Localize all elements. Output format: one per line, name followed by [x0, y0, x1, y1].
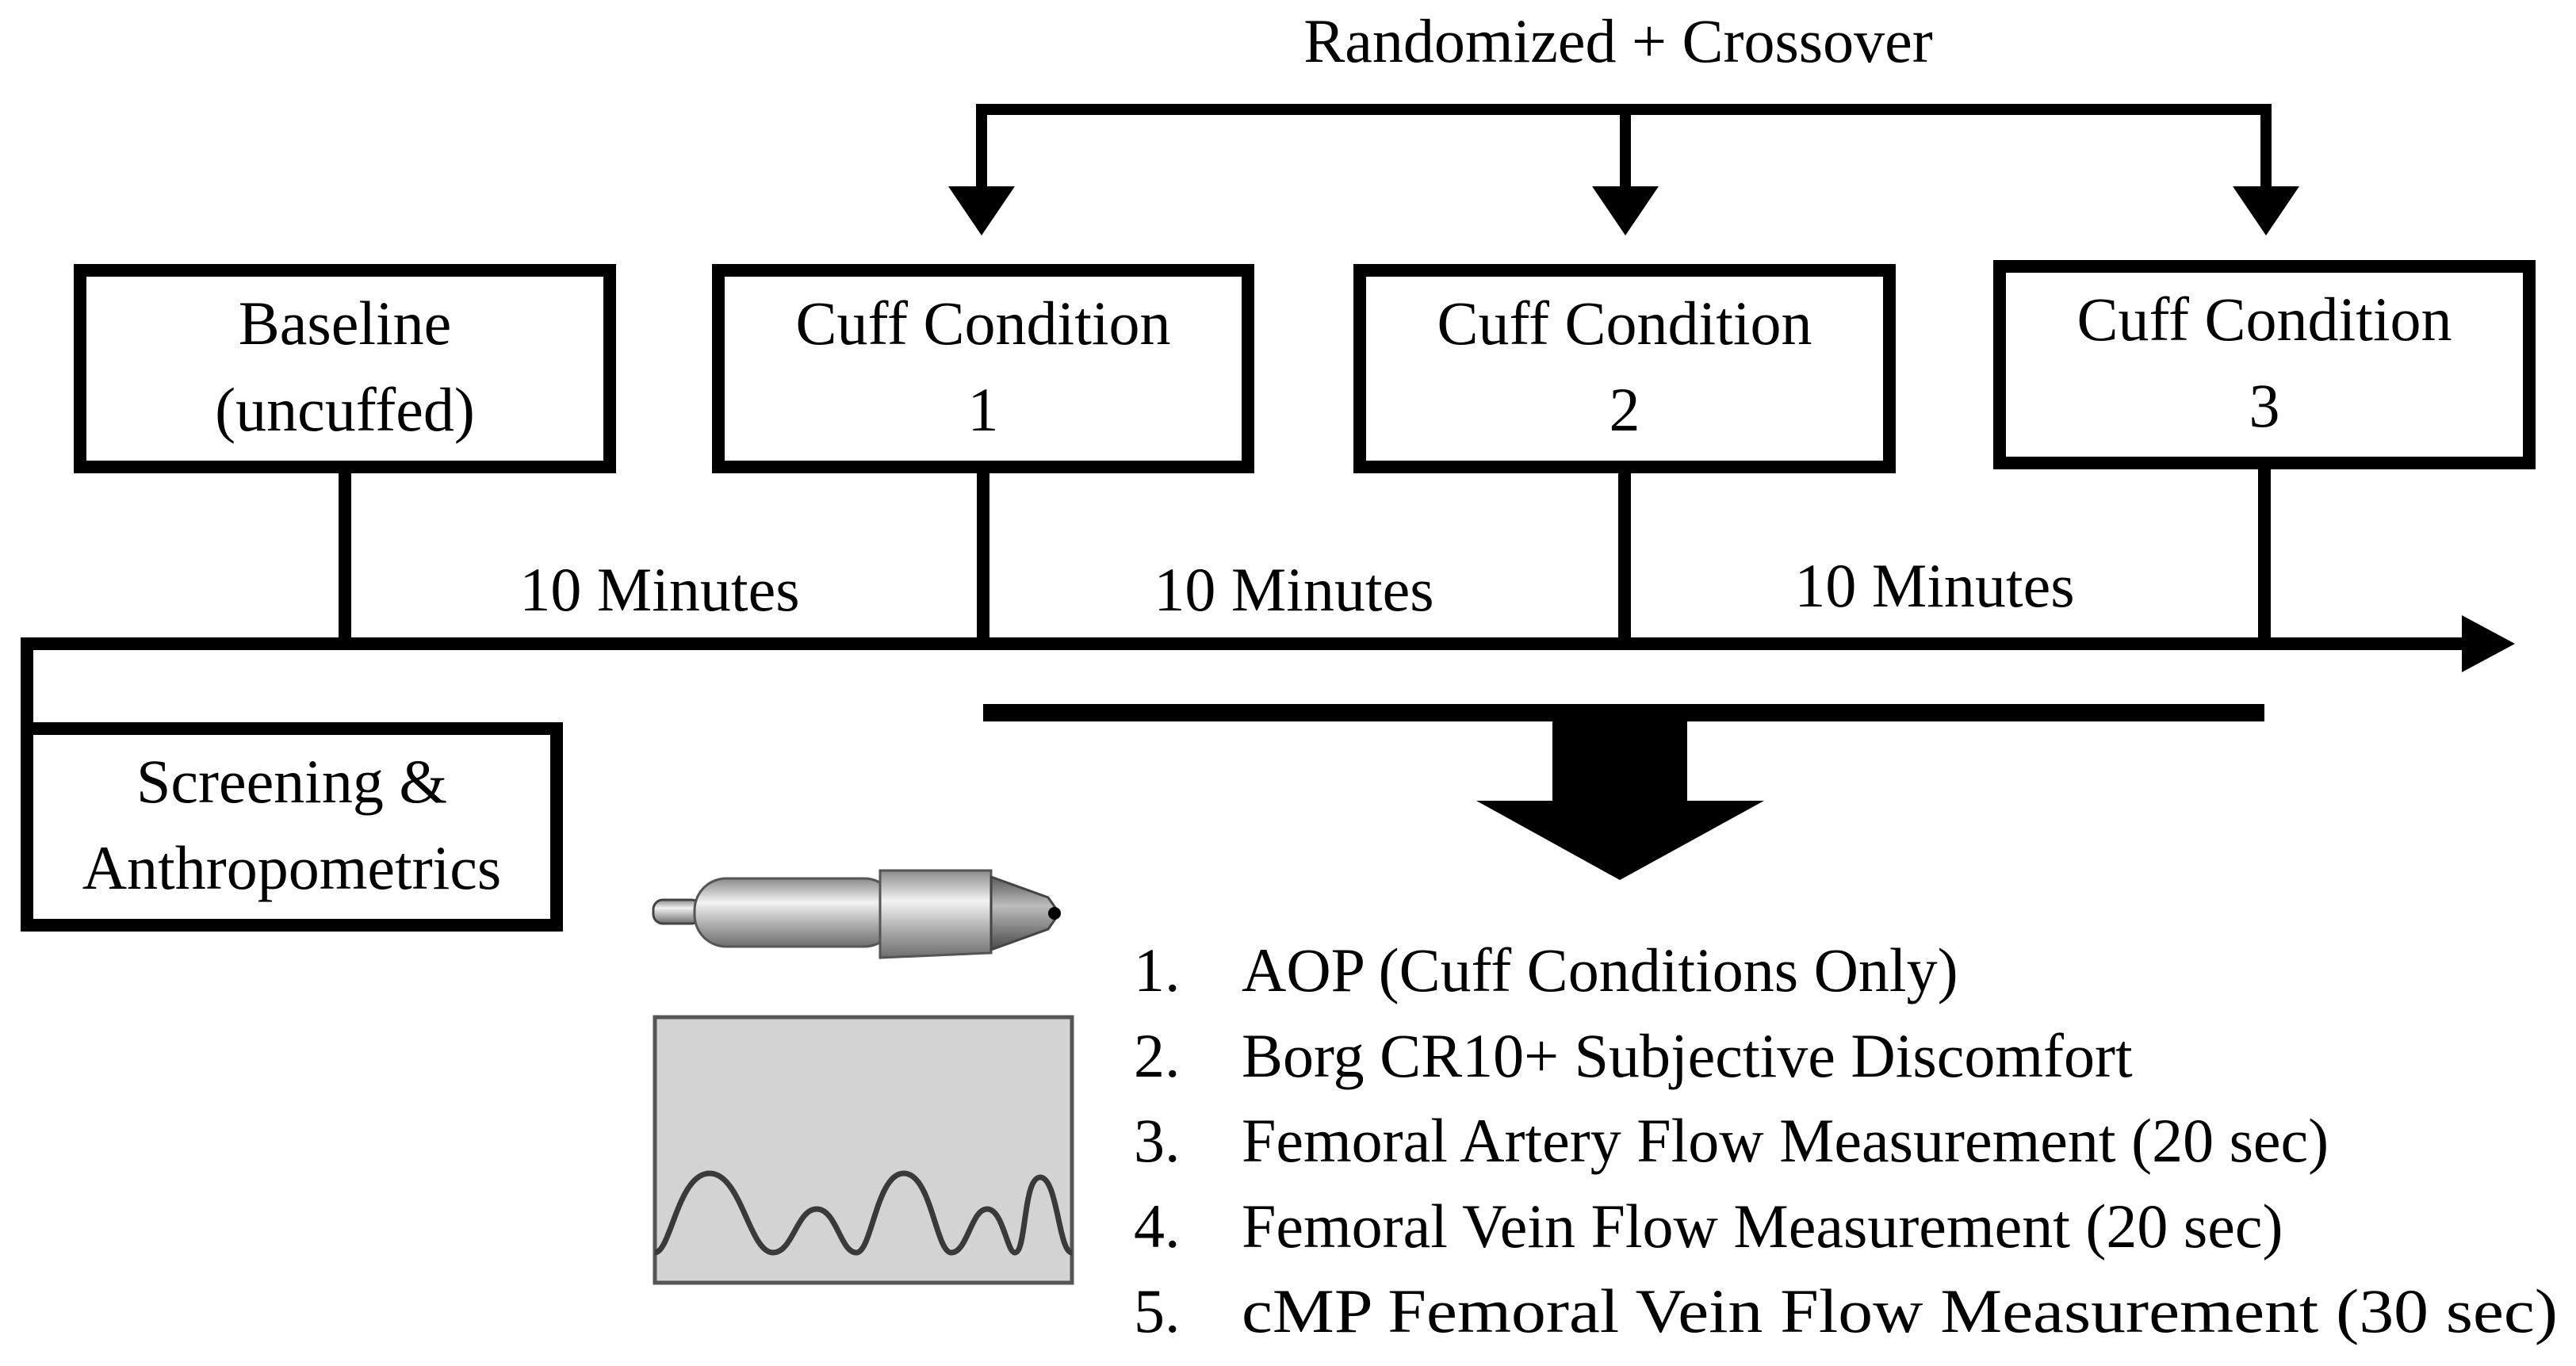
baseline-box-line1: Baseline [239, 289, 452, 358]
screening-box-line1: Screening & [136, 747, 447, 816]
list-item-text: AOP (Cuff Conditions Only) [1242, 936, 1958, 1004]
list-item: 2. Borg CR10+ Subjective Discomfort [1134, 1021, 2133, 1090]
cuff-condition-3-line1: Cuff Condition [2076, 285, 2452, 354]
list-item-number: 1. [1134, 936, 1181, 1004]
cuff-condition-1-line2: 1 [968, 375, 999, 444]
screening-box: Screening & Anthropometrics [21, 722, 563, 932]
list-item-number: 2. [1134, 1021, 1181, 1090]
cuff-condition-3-line2: 3 [2249, 371, 2280, 440]
cuff-condition-1-box: Cuff Condition 1 [712, 264, 1254, 473]
ultrasound-probe-icon [652, 869, 1061, 959]
timeline-arrowhead-icon [2462, 615, 2515, 672]
measurement-period-bar [983, 704, 2264, 721]
list-item-text: Borg CR10+ Subjective Discomfort [1242, 1021, 2133, 1090]
list-item: 4. Femoral Vein Flow Measurement (20 sec… [1134, 1192, 2283, 1261]
list-item-number: 4. [1134, 1192, 1181, 1261]
list-item-number: 3. [1134, 1106, 1181, 1175]
doppler-waveform-icon [653, 1015, 1074, 1285]
interval-label-3: 10 Minutes [1794, 551, 2074, 620]
randomization-arrowheads [948, 186, 2299, 235]
randomization-label: Randomized + Crossover [1303, 6, 1933, 75]
arrow-to-cuff1-icon [948, 186, 1015, 235]
screening-box-line2: Anthropometrics [82, 833, 502, 902]
list-item-text: Femoral Vein Flow Measurement (20 sec) [1242, 1192, 2283, 1261]
box-to-timeline-connectors [339, 469, 2271, 642]
interval-label-2: 10 Minutes [1154, 555, 1433, 624]
cuff-condition-2-line2: 2 [1610, 375, 1640, 444]
list-item: 1. AOP (Cuff Conditions Only) [1134, 936, 1958, 1004]
measurement-down-arrow-icon [1476, 721, 1764, 880]
randomization-bracket [976, 104, 2272, 194]
arrow-to-cuff2-icon [1592, 186, 1659, 235]
list-item-text: Femoral Artery Flow Measurement (20 sec) [1242, 1106, 2329, 1175]
cuff-condition-2-line1: Cuff Condition [1437, 289, 1812, 358]
measurement-list: 1. AOP (Cuff Conditions Only) 2. Borg CR… [1134, 936, 2558, 1345]
list-item: 5. cMP Femoral Vein Flow Measurement (30… [1134, 1276, 2558, 1345]
baseline-box: Baseline (uncuffed) [74, 264, 616, 473]
cuff-condition-2-box: Cuff Condition 2 [1353, 264, 1896, 473]
cuff-condition-3-box: Cuff Condition 3 [1993, 260, 2536, 469]
list-item-number: 5. [1134, 1276, 1181, 1345]
interval-label-1: 10 Minutes [519, 555, 799, 624]
list-item-text: cMP Femoral Vein Flow Measurement (30 se… [1242, 1276, 2558, 1345]
timeline-axis [21, 615, 2515, 733]
cuff-condition-1-line1: Cuff Condition [795, 289, 1170, 358]
arrow-to-cuff3-icon [2233, 186, 2299, 235]
baseline-box-line2: (uncuffed) [215, 375, 475, 444]
list-item: 3. Femoral Artery Flow Measurement (20 s… [1134, 1106, 2329, 1175]
